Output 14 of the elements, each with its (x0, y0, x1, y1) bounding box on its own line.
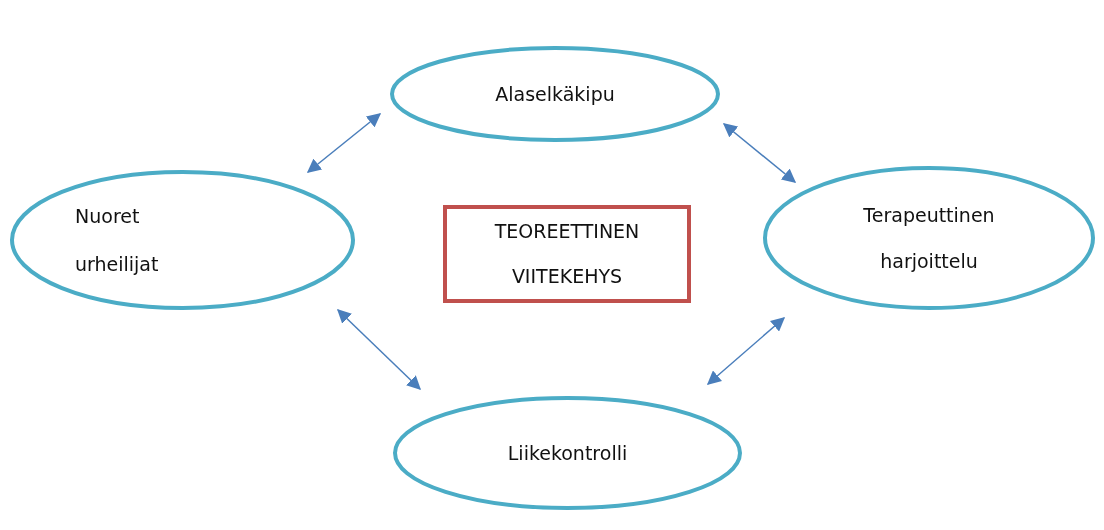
double-arrow (722, 123, 797, 183)
node-label: TEOREETTINEN VIITEKEHYS (493, 219, 641, 289)
node-label: Terapeuttinen harjoittelu (862, 203, 996, 274)
double-arrow (306, 113, 382, 173)
ellipse-node (393, 396, 742, 510)
ellipse-node (390, 46, 720, 142)
double-arrow (706, 317, 786, 385)
node-label: Alaselkäkipu (494, 82, 616, 107)
double-arrow (337, 309, 421, 390)
title-box (443, 205, 691, 303)
ellipse-node (763, 166, 1095, 310)
node-label: Liikekontrolli (506, 441, 629, 466)
node-label: Nuoret urheilijat (74, 204, 160, 277)
ellipse-node (10, 170, 355, 310)
